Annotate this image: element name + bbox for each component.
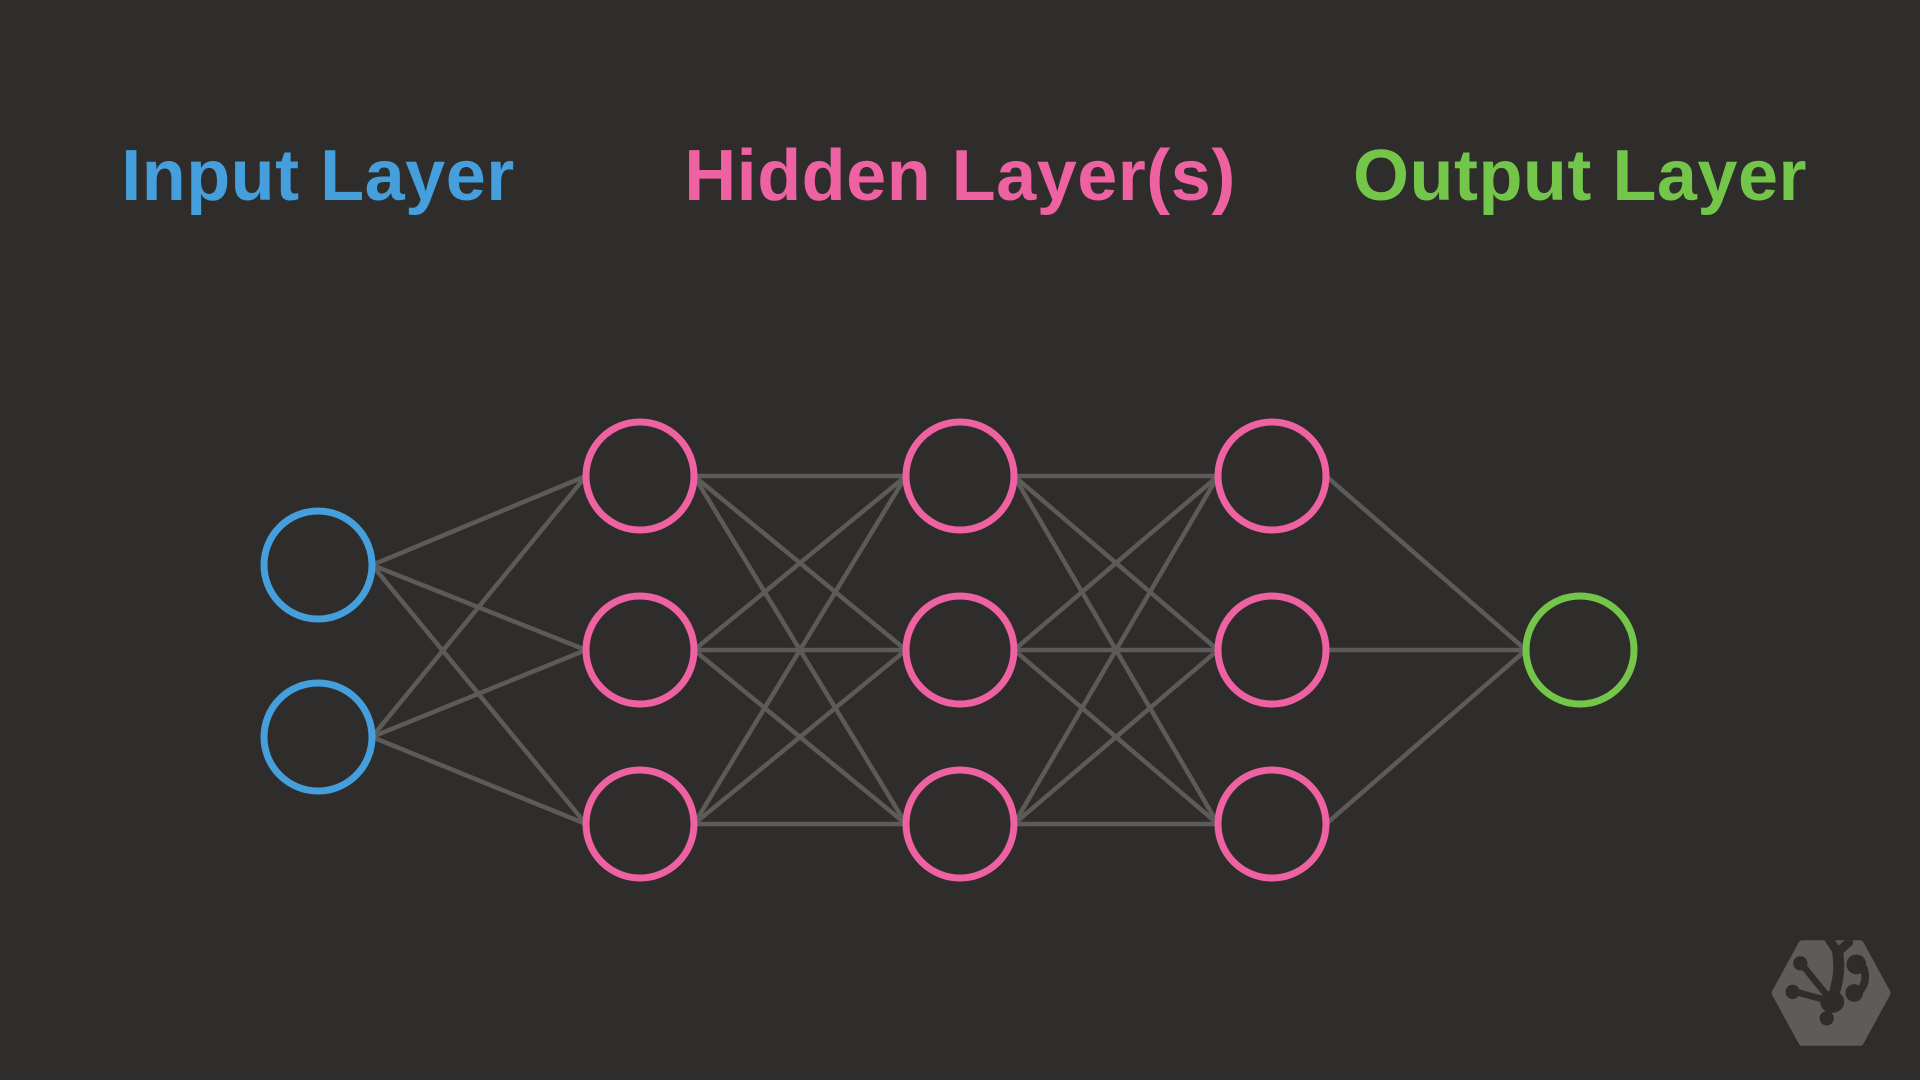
edge-input-to-hidden-1 bbox=[371, 734, 587, 827]
edge-input-to-hidden-1 bbox=[371, 647, 587, 740]
edge-hidden-3-to-output bbox=[1324, 648, 1528, 826]
hidden-3-node-1 bbox=[1214, 418, 1330, 534]
hidden-1-node-1 bbox=[582, 418, 698, 534]
edge-hidden-1-to-hidden-2 bbox=[692, 474, 908, 826]
treehouse-logo bbox=[1771, 938, 1891, 1046]
input-layer-label: Input Layer bbox=[121, 136, 515, 216]
hidden-layer-label: Hidden Layer(s) bbox=[684, 136, 1236, 216]
edge-hidden-2-to-hidden-3 bbox=[1012, 648, 1220, 826]
edge-input-to-hidden-1 bbox=[371, 473, 587, 568]
edge-hidden-1-to-hidden-2 bbox=[692, 474, 908, 652]
hidden-2-node-2 bbox=[902, 592, 1018, 708]
edge-hidden-2-to-hidden-3 bbox=[1012, 474, 1220, 826]
hidden-1-node-3 bbox=[582, 766, 698, 882]
hidden-1-node-2 bbox=[582, 592, 698, 708]
edge-hidden-2-to-hidden-3 bbox=[1012, 474, 1220, 652]
edge-input-to-hidden-1 bbox=[370, 474, 588, 739]
edge-hidden-3-to-output bbox=[1324, 474, 1528, 652]
edge-hidden-1-to-hidden-2 bbox=[692, 648, 908, 826]
logo-frog-footprint bbox=[1785, 938, 1870, 1026]
input-node-2 bbox=[260, 679, 376, 795]
output-node-1 bbox=[1522, 592, 1638, 708]
hidden-2-node-3 bbox=[902, 766, 1018, 882]
input-node-1 bbox=[260, 507, 376, 623]
hidden-3-node-3 bbox=[1214, 766, 1330, 882]
output-layer-label: Output Layer bbox=[1352, 136, 1808, 216]
hidden-3-node-2 bbox=[1214, 592, 1330, 708]
hidden-2-node-1 bbox=[902, 418, 1018, 534]
